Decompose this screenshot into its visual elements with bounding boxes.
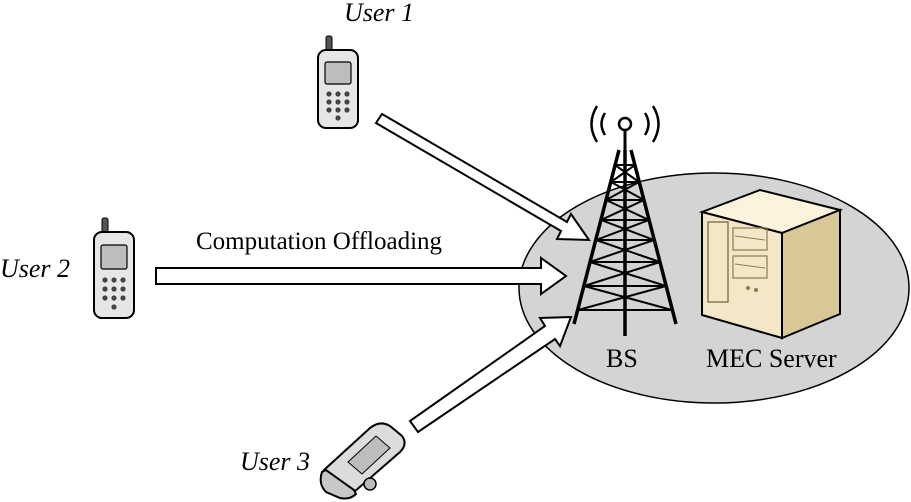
offload-arrow-user3 [408, 315, 573, 434]
offload-arrow-user1 [374, 112, 591, 242]
user1-phone-icon [317, 35, 359, 129]
user2-label: User 2 [0, 254, 70, 283]
user1-label: User 1 [344, 0, 414, 27]
mec-server-label: MEC Server [706, 344, 837, 373]
user2-phone-icon [93, 217, 135, 319]
base-station-tower-icon [572, 105, 678, 336]
offloading-label: Computation Offloading [196, 228, 443, 255]
user3-flip-phone-icon [319, 422, 406, 500]
user3-label: User 3 [240, 447, 310, 476]
offload-arrow-user2 [155, 256, 568, 296]
mec-server-icon [698, 188, 844, 340]
bs-label: BS [606, 344, 638, 373]
